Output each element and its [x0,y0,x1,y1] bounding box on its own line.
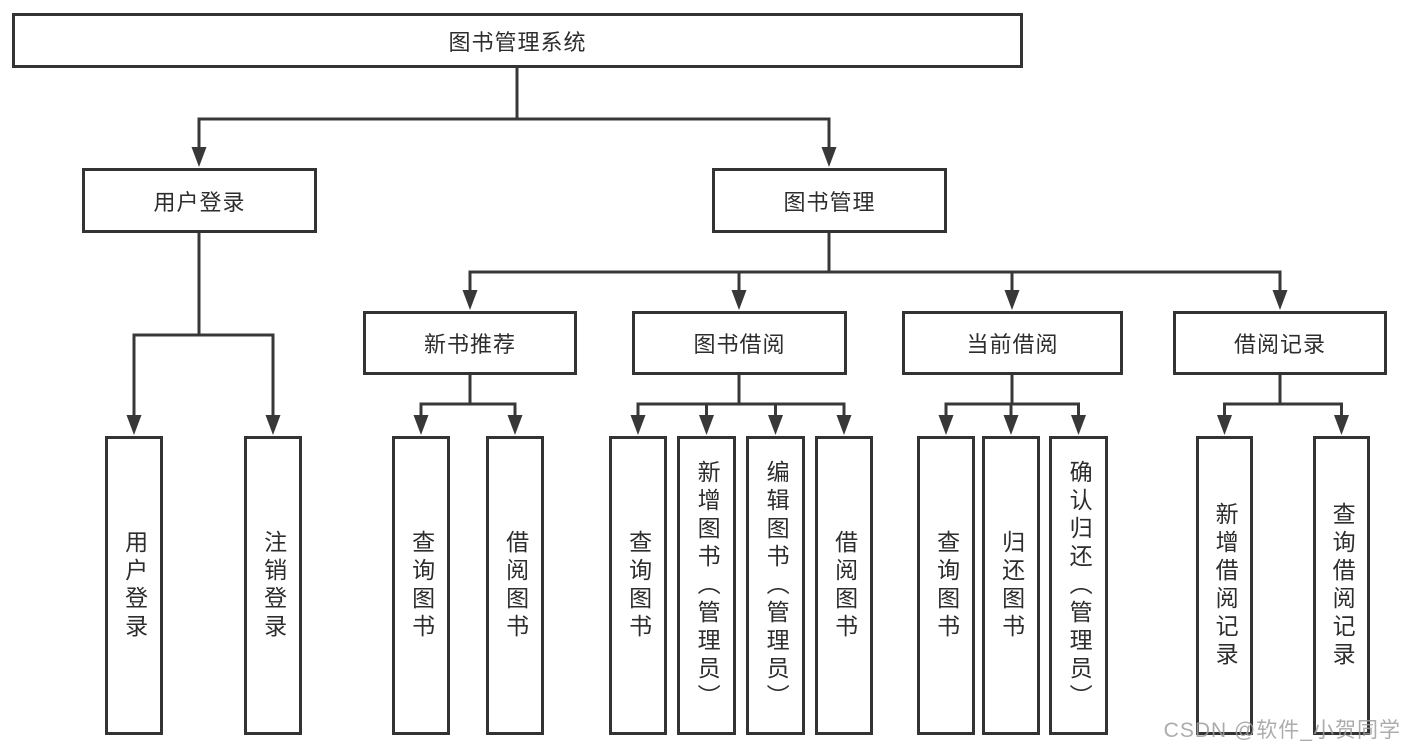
leaf-borrowing-add-books-admin-label: 新增图书（管理员） [694,459,721,712]
leaf-borrowing-query-books-label: 查询图书 [625,529,652,642]
leaf-records-query-record-label: 查询借阅记录 [1329,501,1356,670]
leaf-borrowing-borrow-books: 借阅图书 [815,436,873,735]
leaf-recommend-query-books: 查询图书 [392,436,450,735]
node-new-book-recommend-label: 新书推荐 [423,332,516,357]
leaf-borrowing-add-books-admin: 新增图书（管理员） [677,436,736,735]
node-book-management: 图书管理 [712,168,947,233]
leaf-borrowing-edit-books-admin: 编辑图书（管理员） [746,436,805,735]
leaf-logout-label: 注销登录 [260,529,287,642]
leaf-records-query-record: 查询借阅记录 [1313,436,1370,735]
node-book-management-label: 图书管理 [783,189,876,215]
leaf-recommend-borrow-books-label: 借阅图书 [502,529,529,642]
leaf-current-confirm-return-admin-label: 确认归还（管理员） [1066,459,1093,712]
node-borrowing-records-label: 借阅记录 [1233,332,1326,357]
arrowheads [126,147,1349,435]
leaf-user-login: 用户登录 [105,436,163,735]
leaf-recommend-query-books-label: 查询图书 [408,529,435,642]
leaf-current-query-books: 查询图书 [917,436,975,735]
node-root: 图书管理系统 [12,13,1023,68]
leaf-current-query-books-label: 查询图书 [933,529,960,642]
leaf-current-return-books: 归还图书 [982,436,1040,735]
node-book-borrowing: 图书借阅 [632,311,847,375]
leaf-records-add-record-label: 新增借阅记录 [1212,501,1239,670]
csdn-watermark: CSDN @软件_小贺同学 [1163,719,1401,742]
leaf-current-confirm-return-admin: 确认归还（管理员） [1049,436,1108,735]
leaf-records-add-record: 新增借阅记录 [1196,436,1253,735]
leaf-current-return-books-label: 归还图书 [998,529,1025,642]
node-current-borrowing: 当前借阅 [902,311,1123,375]
leaf-borrowing-edit-books-admin-label: 编辑图书（管理员） [763,459,790,712]
node-user-login: 用户登录 [82,168,317,233]
node-book-borrowing-label: 图书借阅 [693,332,786,357]
node-current-borrowing-label: 当前借阅 [966,332,1059,357]
node-user-login-label: 用户登录 [153,189,246,215]
node-borrowing-records: 借阅记录 [1173,311,1387,375]
node-new-book-recommend: 新书推荐 [363,311,577,375]
leaf-user-login-label: 用户登录 [121,529,148,642]
leaf-borrowing-borrow-books-label: 借阅图书 [831,529,858,642]
leaf-logout: 注销登录 [244,436,302,735]
node-root-label: 图书管理系统 [448,29,587,55]
leaf-recommend-borrow-books: 借阅图书 [486,436,544,735]
leaf-borrowing-query-books: 查询图书 [609,436,667,735]
